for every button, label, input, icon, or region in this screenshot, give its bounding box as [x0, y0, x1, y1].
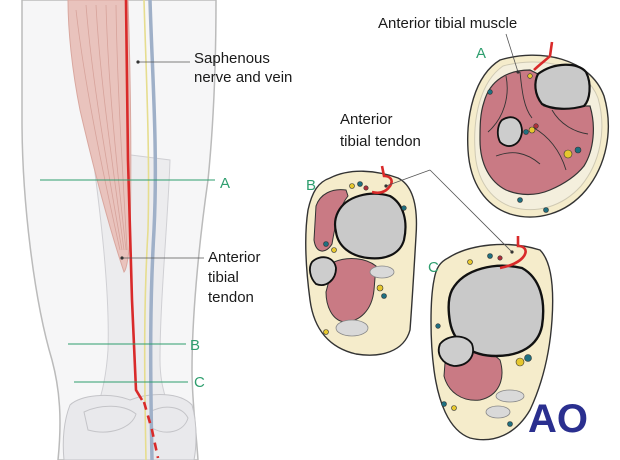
talus-outline — [83, 405, 137, 433]
section-a-fibula — [496, 116, 523, 147]
section-a-tibia — [534, 63, 591, 110]
section-b-fibula — [309, 256, 337, 286]
leg-illustration: A B C Saphenous nerve and vein Anterior … — [21, 0, 292, 460]
saphenous-label-line1: Saphenous — [194, 50, 270, 67]
muscle-leader-dot — [516, 70, 520, 74]
cross-section-c: C — [428, 236, 554, 441]
level-label-c: C — [194, 374, 205, 391]
tendon-mid-leader-dot-b — [384, 184, 388, 188]
section-label-b: B — [306, 177, 316, 194]
section-c-fibula — [437, 335, 474, 367]
cross-section-b: B — [305, 165, 418, 356]
section-label-a: A — [476, 45, 486, 62]
saphenous-vein — [148, 0, 158, 460]
tendon-mid-leader-b — [385, 169, 431, 187]
ankle-bones — [62, 394, 197, 460]
level-label-a: A — [220, 175, 230, 192]
saphenous-leader-dot — [136, 60, 140, 64]
level-label-b: B — [190, 337, 200, 354]
section-b-tibia — [333, 192, 407, 260]
tendon-mid-label-line2: tibial tendon — [340, 133, 421, 150]
cross-section-a: A — [467, 41, 609, 218]
section-c-tendon-oval-2 — [485, 405, 511, 419]
tendon-mid-leader-c — [429, 169, 513, 253]
section-b-muscle-lower — [325, 258, 377, 323]
section-c-tendon — [499, 236, 527, 270]
muscle-striations — [75, 4, 128, 251]
tendon-dashed-continuation — [142, 401, 160, 459]
saphenous-nerve — [143, 0, 150, 460]
section-b-tendon-oval-2 — [335, 319, 369, 337]
muscle-leader — [505, 33, 519, 73]
malleolus-outline — [149, 406, 189, 433]
section-b-tendon — [371, 165, 393, 195]
section-c-vessels — [435, 253, 532, 427]
tendon-leg-label-line2: tibial — [208, 269, 239, 286]
saphenous-label-line2: nerve and vein — [194, 69, 292, 86]
section-a-septa — [487, 71, 589, 171]
section-a-vessels — [487, 73, 582, 213]
tendon-leg-label-line3: tendon — [208, 289, 254, 306]
section-label-c: C — [428, 259, 439, 276]
section-a-tendon — [533, 41, 554, 71]
tendon-leg-leader-dot — [120, 256, 124, 260]
section-b-vessels — [323, 181, 407, 335]
ao-logo: AO — [528, 397, 588, 441]
tendon-mid-leader-dot-c — [510, 250, 514, 254]
tendon-leg-label-line1: Anterior — [208, 249, 261, 266]
section-c-tendon-oval-1 — [495, 389, 525, 403]
anterior-tibial-muscle-label: Anterior tibial muscle — [378, 15, 517, 32]
section-b-tendon-oval-1 — [369, 265, 395, 279]
anterior-tibial-muscle-leg — [67, 0, 132, 273]
anterior-tibial-tendon-leg — [124, 0, 144, 401]
tendon-mid-label-line1: Anterior — [340, 111, 393, 128]
